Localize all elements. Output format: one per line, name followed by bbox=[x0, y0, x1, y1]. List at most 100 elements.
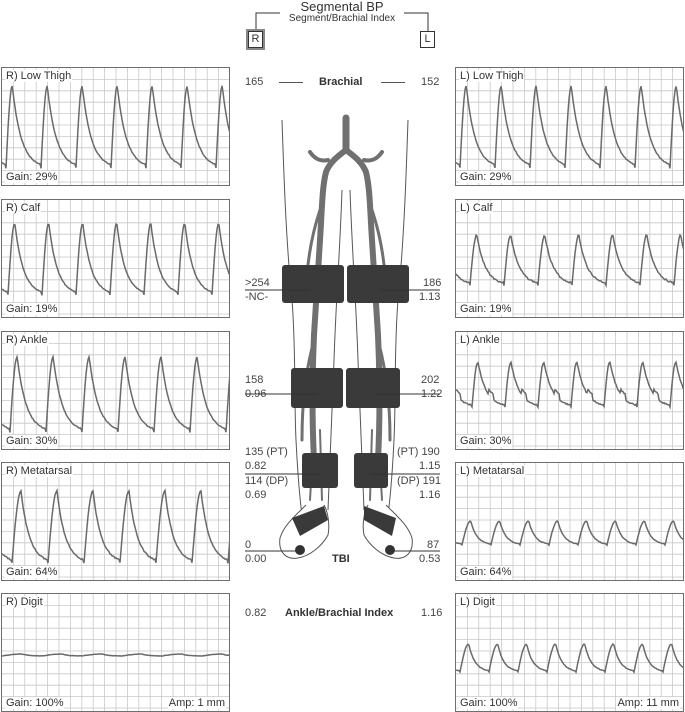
waveform-trace bbox=[456, 642, 683, 675]
waveform-trace bbox=[2, 222, 229, 296]
panel-title: R) Metatarsal bbox=[5, 465, 74, 477]
ankle-pt-right-index: 0.82 bbox=[245, 460, 267, 472]
brachial-line-right bbox=[279, 82, 303, 83]
waveform-trace bbox=[2, 488, 229, 564]
tbi-left-index: 0.53 bbox=[419, 553, 441, 565]
waveform-panel-l-ankle: L) Ankle Gain: 30% bbox=[455, 331, 684, 450]
waveform-path bbox=[456, 360, 683, 410]
abi-right-value: 0.82 bbox=[245, 607, 267, 619]
abi-left-value: 1.16 bbox=[421, 607, 443, 619]
ankle-dp-right-index: 0.69 bbox=[245, 489, 267, 501]
amp-label: Amp: 11 mm bbox=[616, 697, 680, 709]
gain-label: Gain: 100% bbox=[459, 697, 519, 709]
cuff-l-calf bbox=[346, 368, 400, 408]
panel-title: L) Low Thigh bbox=[459, 70, 525, 82]
waveform-grid bbox=[456, 200, 683, 317]
tbi-right-index: 0.00 bbox=[245, 553, 267, 565]
calf-right-index: 0.96 bbox=[245, 388, 267, 400]
gain-label: Gain: 19% bbox=[459, 303, 513, 315]
panel-title: R) Calf bbox=[5, 202, 42, 214]
abi-label: Ankle/Brachial Index bbox=[285, 607, 394, 619]
right-leg-outline bbox=[281, 119, 311, 521]
waveform-path bbox=[456, 642, 683, 675]
right-side-button[interactable]: R bbox=[248, 31, 263, 48]
waveform-path bbox=[456, 233, 683, 289]
waveform-path bbox=[2, 653, 229, 657]
waveform-trace bbox=[456, 360, 683, 410]
waveform-grid bbox=[2, 200, 229, 317]
cuff-l-thigh bbox=[347, 265, 409, 303]
gain-label: Gain: 64% bbox=[5, 566, 59, 578]
arterial-tree bbox=[300, 114, 392, 501]
gain-label: Gain: 29% bbox=[459, 171, 513, 183]
waveform-trace bbox=[456, 520, 683, 547]
waveform-panel-r-metatarsal: R) Metatarsal Gain: 64% bbox=[1, 462, 230, 581]
waveform-trace bbox=[456, 85, 683, 169]
ankle-dp-left-pressure: (DP) 191 bbox=[397, 475, 442, 487]
waveform-path bbox=[2, 353, 229, 433]
legs-diagram bbox=[245, 114, 440, 559]
waveform-panel-r-ankle: R) Ankle Gain: 30% bbox=[1, 331, 230, 450]
panel-title: R) Low Thigh bbox=[5, 70, 73, 82]
brachial-label: Brachial bbox=[319, 76, 363, 88]
waveform-path bbox=[456, 85, 683, 169]
panel-title: L) Calf bbox=[459, 202, 494, 214]
waveform-panel-r-calf: R) Calf Gain: 19% bbox=[1, 199, 230, 318]
brachial-left-pressure: 152 bbox=[421, 76, 440, 88]
brachial-line-left bbox=[381, 82, 405, 83]
panel-title: L) Ankle bbox=[459, 334, 501, 346]
gain-label: Gain: 30% bbox=[5, 435, 59, 447]
cuff-r-thigh bbox=[282, 265, 344, 303]
gain-label: Gain: 30% bbox=[459, 435, 513, 447]
left-side-button[interactable]: L bbox=[420, 31, 435, 48]
waveform-grid bbox=[456, 594, 683, 711]
panel-title: R) Ankle bbox=[5, 334, 49, 346]
thigh-left-pressure: 186 bbox=[423, 277, 442, 289]
gain-label: Gain: 19% bbox=[5, 303, 59, 315]
tbi-right-pressure: 0 bbox=[245, 539, 252, 551]
cuff-l-ankle bbox=[354, 453, 388, 488]
tbi-label: TBI bbox=[332, 553, 350, 565]
ankle-pt-left-pressure: (PT) 190 bbox=[397, 446, 440, 458]
tbi-left-pressure: 87 bbox=[427, 539, 440, 551]
toe-sensor-l bbox=[385, 545, 395, 555]
waveform-trace bbox=[2, 353, 229, 433]
waveform-path bbox=[2, 488, 229, 564]
ankle-pt-right-pressure: 135 (PT) bbox=[245, 446, 288, 458]
gain-label: Gain: 64% bbox=[459, 566, 513, 578]
cuff-l-metatarsal bbox=[364, 506, 396, 536]
waveform-grid bbox=[2, 594, 229, 711]
calf-left-pressure: 202 bbox=[421, 374, 440, 386]
brachial-right-pressure: 165 bbox=[245, 76, 264, 88]
waveform-panel-l-calf: L) Calf Gain: 19% bbox=[455, 199, 684, 318]
panel-title: L) Digit bbox=[459, 596, 496, 608]
waveform-trace bbox=[456, 233, 683, 289]
cuff-r-calf bbox=[291, 368, 343, 408]
page-subtitle: Segment/Brachial Index bbox=[288, 13, 396, 24]
header-bracket bbox=[255, 12, 429, 34]
waveform-panel-r-digit: R) Digit Gain: 100% Amp: 1 mm bbox=[1, 593, 230, 712]
calf-left-index: 1.22 bbox=[421, 388, 443, 400]
gain-label: Gain: 29% bbox=[5, 171, 59, 183]
waveform-path bbox=[456, 520, 683, 547]
toe-sensor-r bbox=[295, 545, 305, 555]
amp-label: Amp: 1 mm bbox=[167, 697, 226, 709]
gain-label: Gain: 100% bbox=[5, 697, 65, 709]
waveform-panel-l-low-thigh: L) Low Thigh Gain: 29% bbox=[455, 67, 684, 186]
thigh-left-index: 1.13 bbox=[419, 291, 441, 303]
thigh-right-index: -NC- bbox=[245, 291, 269, 303]
waveform-path bbox=[2, 85, 229, 169]
panel-title: L) Metatarsal bbox=[459, 465, 526, 477]
cuff-r-ankle bbox=[302, 453, 338, 488]
ankle-dp-right-pressure: 114 (DP) bbox=[245, 475, 289, 487]
waveform-panel-r-low-thigh: R) Low Thigh Gain: 29% bbox=[1, 67, 230, 186]
calf-right-pressure: 158 bbox=[245, 374, 264, 386]
waveform-grid bbox=[2, 332, 229, 449]
left-leg-outline bbox=[379, 119, 409, 521]
panel-title: R) Digit bbox=[5, 596, 44, 608]
thigh-right-pressure: >254 bbox=[245, 277, 270, 289]
waveform-trace bbox=[2, 85, 229, 169]
waveform-trace bbox=[2, 653, 229, 657]
ankle-dp-left-index: 1.16 bbox=[419, 489, 441, 501]
page-title: Segmental BP bbox=[300, 0, 384, 14]
